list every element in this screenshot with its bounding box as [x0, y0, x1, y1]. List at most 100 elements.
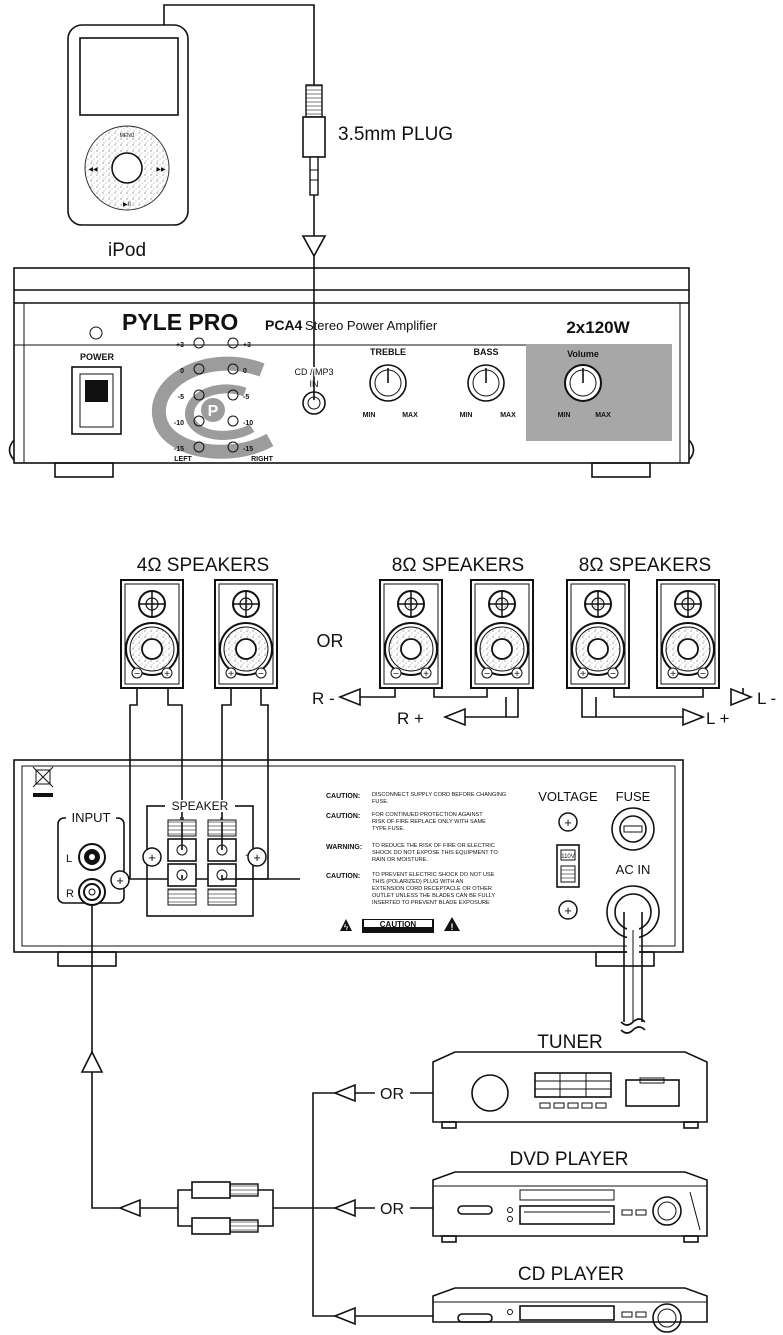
svg-text:-5: -5 [243, 394, 249, 401]
bass-label: BASS [473, 347, 498, 357]
meter-right-label: RIGHT [251, 456, 274, 463]
svg-text:−: − [393, 669, 399, 680]
svg-text:−: − [700, 669, 706, 680]
svg-text:MAX: MAX [500, 412, 516, 419]
svg-text:MIN: MIN [363, 412, 376, 419]
rca-input-right[interactable] [78, 878, 106, 906]
svg-text:+3: +3 [243, 342, 251, 349]
ipod-center-button [111, 152, 143, 184]
speaker-cabinet: +− [656, 579, 720, 689]
svg-text:−: − [258, 669, 264, 680]
speaker-terminals[interactable] [167, 819, 237, 906]
power-switch[interactable] [71, 366, 122, 435]
cd-mp3-input-jack[interactable] [302, 391, 326, 415]
r-minus-label: R - [312, 689, 335, 708]
svg-text:+: + [164, 669, 170, 680]
svg-text:-15: -15 [174, 446, 184, 453]
power-label: POWER [80, 352, 115, 362]
level-meter-right: +3 0 -5 -10 -15 RIGHT [227, 337, 274, 463]
rca-input-left[interactable] [78, 843, 106, 871]
fuse-label: FUSE [616, 789, 651, 804]
svg-text:ϟ: ϟ [344, 923, 349, 932]
speaker-group-8ohm-a-label: 8Ω SPEAKERS [392, 555, 524, 576]
speaker-cabinet: +− [566, 579, 630, 689]
tuner-device [432, 1051, 708, 1129]
screw-icon [142, 847, 162, 867]
caution-3-heading: CAUTION: [326, 873, 360, 880]
volume-knob[interactable]: Volume MIN MAX [558, 349, 612, 419]
power-rating: 2x120W [566, 318, 630, 337]
warning-text: TO REDUCE THE RISK OF FIRE OR ELECTRIC S… [372, 843, 498, 863]
input-label: CD / MP3 [294, 367, 333, 377]
plug-strain-relief [305, 84, 323, 118]
l-plus-label: L + [706, 709, 730, 728]
weee-bin-icon [32, 766, 54, 797]
voltage-value: 110V [561, 854, 575, 860]
svg-text:−: − [610, 669, 616, 680]
cd-label: CD PLAYER [518, 1264, 624, 1285]
fuse-holder[interactable] [611, 807, 655, 851]
svg-text:0: 0 [180, 368, 184, 375]
svg-text:-10: -10 [174, 420, 184, 427]
ipod-prev-label: ◀◀ [88, 167, 98, 173]
caution-1-heading: CAUTION: [326, 793, 360, 800]
speaker-cabinet: −+ [379, 579, 443, 689]
svg-text:MAX: MAX [595, 412, 611, 419]
treble-label: TREBLE [370, 347, 406, 357]
ipod-screen [79, 37, 179, 116]
svg-text:−: − [484, 669, 490, 680]
or-label-tuner: OR [380, 1086, 404, 1103]
ipod-cable: 3.5mm PLUG [163, 4, 453, 400]
svg-text:+: + [514, 669, 520, 680]
plug-tip [309, 156, 319, 196]
model-label: PCA4 [265, 317, 303, 333]
voltage-selector[interactable]: 110V [556, 844, 580, 888]
plug-label: 3.5mm PLUG [338, 124, 453, 145]
caution-3-text: TO PREVENT ELECTRIC SHOCK DO NOT USE THI… [372, 872, 495, 906]
treble-knob[interactable]: TREBLE MIN MAX [363, 347, 419, 419]
ipod-menu-label: MENU [120, 133, 135, 139]
level-meter-left: +3 0 -5 -10 -15 LEFT [174, 337, 205, 463]
caution-2-text: FOR CONTINUED PROTECTION AGAINST RISK OF… [372, 812, 486, 832]
amplifier-rear: INPUT L R + SPEAKER R L + [13, 759, 684, 1034]
svg-text:MIN: MIN [460, 412, 473, 419]
svg-text:-15: -15 [243, 446, 253, 453]
svg-text:+: + [228, 669, 234, 680]
speaker-wires-on-terminals [181, 822, 268, 880]
warning-texts: CAUTION: DISCONNECT SUPPLY CORD BEFORE C… [326, 792, 507, 906]
speaker-wiring-8ohm-left: L + L - [581, 687, 776, 728]
svg-text:0: 0 [243, 368, 247, 375]
indicator-led [89, 326, 103, 340]
dvd-label: DVD PLAYER [510, 1149, 629, 1170]
screw-icon [247, 847, 267, 867]
ac-power-cord [606, 885, 660, 1034]
l-minus-label: L - [757, 689, 776, 708]
caution-banner: ϟ CAUTION ! [340, 917, 460, 933]
speakers: −++−−+−++−+− [120, 579, 720, 689]
speaker-group-8ohm-b-label: 8Ω SPEAKERS [579, 555, 711, 576]
svg-text:MAX: MAX [402, 412, 418, 419]
bass-knob[interactable]: BASS MIN MAX [460, 347, 517, 419]
svg-text:P: P [208, 403, 219, 420]
pyle-swirl-logo: P [151, 356, 274, 459]
svg-text:+: + [564, 903, 572, 918]
svg-text:-5: -5 [178, 394, 184, 401]
caution-1-text: DISCONNECT SUPPLY CORD BEFORE CHANGING F… [372, 792, 507, 805]
amplifier-front: PYLE PRO PCA4 Stereo Power Amplifier 2x1… [8, 267, 695, 478]
speaker-terminal-label: SPEAKER [172, 799, 229, 813]
svg-text:+: + [116, 873, 124, 888]
r-plus-label: R + [397, 709, 424, 728]
speaker-cabinet: −+ [470, 579, 534, 689]
screw-icon [110, 870, 130, 890]
caution-banner-label: CAUTION [380, 920, 417, 929]
input-label-in: IN [310, 379, 319, 389]
screw-icon [558, 900, 578, 920]
cd-player-device [432, 1287, 708, 1333]
ipod-play-label: ▶II [123, 202, 131, 208]
svg-text:-10: -10 [243, 420, 253, 427]
input-r-label: R [66, 888, 74, 900]
source-wiring: OR OR [80, 905, 433, 1326]
signal-arrow-down [301, 235, 327, 258]
plug-body [302, 116, 326, 158]
